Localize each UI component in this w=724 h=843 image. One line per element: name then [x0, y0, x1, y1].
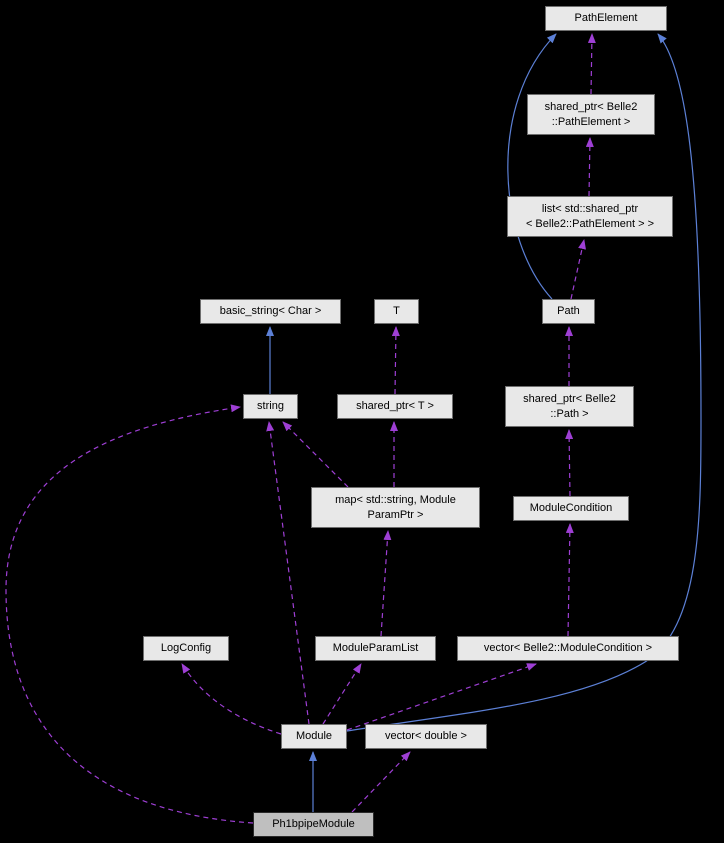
edge-list-pathelement-to-sptr-pathelement	[585, 137, 594, 197]
node-path-label: Path	[557, 305, 580, 318]
edge-path-inherits-pathelement	[507, 33, 557, 300]
node-path[interactable]: Path	[542, 299, 595, 324]
node-basic-string-label: basic_string< Char >	[219, 305, 322, 318]
node-module-label: Module	[295, 730, 333, 743]
node-logconfig-label: LogConfig	[160, 642, 212, 655]
edge-module-to-logconfig	[181, 663, 282, 735]
node-string[interactable]: string	[243, 394, 298, 419]
node-map-moduleparamptr-label: map< std::string, Module ParamPtr >	[335, 494, 456, 521]
edge-module-to-string	[266, 421, 310, 725]
node-vector-modulecondition-label: vector< Belle2::ModuleCondition >	[483, 642, 653, 655]
edge-ph1bpipemodule-to-vector-double	[351, 751, 411, 813]
edge-vector-condition-to-modulecondition	[565, 523, 574, 637]
node-vector-modulecondition[interactable]: vector< Belle2::ModuleCondition >	[457, 636, 679, 661]
edge-ph1bpipemodule-to-string	[5, 404, 254, 824]
edge-sptr-pathelement-to-pathelement	[587, 33, 596, 95]
node-list-shared-ptr-pathelement[interactable]: list< std::shared_ptr < Belle2::PathElem…	[507, 196, 673, 237]
node-shared-ptr-t-label: shared_ptr< T >	[356, 400, 434, 413]
node-vector-double-label: vector< double >	[385, 730, 467, 743]
node-string-label: string	[257, 400, 284, 413]
edge-sptr-t-to-t	[391, 326, 400, 395]
node-t-label: T	[393, 305, 400, 318]
node-moduleparamlist[interactable]: ModuleParamList	[315, 636, 436, 661]
node-shared-ptr-pathelement[interactable]: shared_ptr< Belle2 ::PathElement >	[527, 94, 655, 135]
edge-module-to-moduleparamlist	[322, 663, 362, 725]
edge-module-to-vector-condition	[346, 663, 537, 731]
node-basic-string[interactable]: basic_string< Char >	[200, 299, 341, 324]
node-shared-ptr-path[interactable]: shared_ptr< Belle2 ::Path >	[505, 386, 634, 427]
node-map-moduleparamptr[interactable]: map< std::string, Module ParamPtr >	[311, 487, 480, 528]
node-vector-double[interactable]: vector< double >	[365, 724, 487, 749]
edge-modulecondition-to-sptr-path	[565, 429, 574, 497]
node-shared-ptr-path-label: shared_ptr< Belle2 ::Path >	[523, 393, 616, 420]
node-modulecondition-label: ModuleCondition	[529, 502, 613, 515]
edge-path-to-list-pathelement	[570, 239, 586, 300]
node-t[interactable]: T	[374, 299, 419, 324]
node-shared-ptr-t[interactable]: shared_ptr< T >	[337, 394, 453, 419]
node-ph1bpipemodule: Ph1bpipeModule	[253, 812, 374, 837]
node-logconfig[interactable]: LogConfig	[143, 636, 229, 661]
node-list-shared-ptr-pathelement-label: list< std::shared_ptr < Belle2::PathElem…	[525, 203, 655, 230]
node-ph1bpipemodule-label: Ph1bpipeModule	[272, 818, 355, 831]
edge-moduleparamlist-to-map-param	[380, 530, 392, 637]
edge-map-param-to-string	[282, 421, 349, 488]
node-shared-ptr-pathelement-label: shared_ptr< Belle2 ::PathElement >	[544, 101, 638, 128]
edge-module-inherits-pathelement	[346, 33, 702, 732]
node-pathelement-label: PathElement	[574, 12, 638, 25]
node-modulecondition[interactable]: ModuleCondition	[513, 496, 629, 521]
node-moduleparamlist-label: ModuleParamList	[332, 642, 419, 655]
node-pathelement[interactable]: PathElement	[545, 6, 667, 31]
node-module[interactable]: Module	[281, 724, 347, 749]
